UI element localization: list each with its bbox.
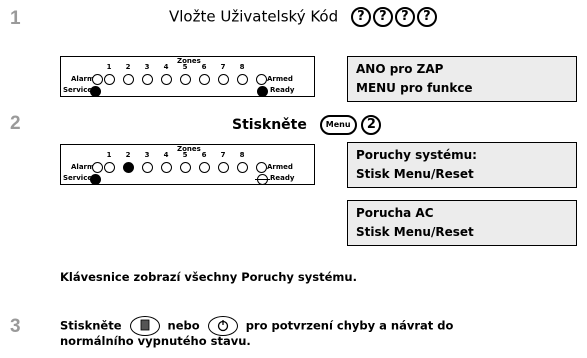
- zone-number-3: 3: [144, 63, 150, 71]
- zone-number-3: 3: [144, 151, 150, 159]
- armed-label: Armed: [267, 75, 293, 83]
- zone-led-7: [218, 162, 229, 173]
- armed-label: Armed: [267, 163, 293, 171]
- ready-label: Ready: [270, 174, 295, 182]
- zone-led-4: [161, 74, 172, 85]
- zone-number-7: 7: [220, 63, 226, 71]
- alarm-label: Alarm: [71, 75, 95, 83]
- step2-text: Stiskněte: [232, 117, 307, 133]
- step1-instruction: Vložte Uživatelský Kód ????: [169, 7, 439, 27]
- zone-led-3: [142, 162, 153, 173]
- ready-led: [257, 86, 268, 97]
- alarm-led: [92, 162, 103, 173]
- zone-led-5: [180, 74, 191, 85]
- menu-key: Menu: [319, 115, 357, 135]
- zone-led-6: [199, 162, 210, 173]
- key-2: 2: [361, 115, 382, 135]
- step2-instruction: Stiskněte Menu 2: [232, 115, 383, 135]
- keypad-status-panel-2: Zones Alarm Service Armed Ready 1 2 3 4 …: [60, 144, 315, 185]
- code-key-4: ?: [416, 7, 437, 27]
- zone-led-3: [142, 74, 153, 85]
- code-key-3: ?: [394, 7, 415, 27]
- keypad-status-panel-1: Zones Alarm Service Armed Ready 1 2 3 4 …: [60, 56, 315, 97]
- lcd-line-2: Stisk Menu/Reset: [356, 225, 474, 239]
- alarm-led: [92, 74, 103, 85]
- note-text: Klávesnice zobrazí všechny Poruchy systé…: [60, 270, 357, 284]
- zones-label: Zones: [177, 145, 201, 153]
- code-key-2: ?: [372, 7, 393, 27]
- zone-number-2: 2: [125, 63, 131, 71]
- alarm-label: Alarm: [71, 163, 95, 171]
- step-number-2: 2: [10, 113, 21, 134]
- zone-led-4: [161, 162, 172, 173]
- code-key-1: ?: [350, 7, 371, 27]
- lcd-screen-3: Porucha AC Stisk Menu/Reset: [347, 200, 577, 246]
- zone-number-6: 6: [201, 63, 207, 71]
- zone-number-4: 4: [163, 151, 169, 159]
- step-number-1: 1: [10, 8, 21, 29]
- reset-circle-icon: [207, 316, 238, 336]
- step-number-3: 3: [10, 316, 21, 337]
- lcd-line-2: Stisk Menu/Reset: [356, 167, 474, 181]
- zone-led-1: [104, 162, 115, 173]
- lcd-screen-1: ANO pro ZAP MENU pro funkce: [347, 56, 577, 102]
- lcd-line-1: Poruchy systému:: [356, 148, 477, 162]
- zone-led-2: [123, 162, 134, 173]
- step3-line-1: Stiskněte nebo pro potvrzení chyby a náv…: [60, 316, 453, 336]
- lcd-line-1: Porucha AC: [356, 206, 434, 220]
- zone-number-1: 1: [106, 151, 112, 159]
- step1-text: Vložte Uživatelský Kód: [169, 7, 339, 26]
- step3-text-c: pro potvrzení chyby a návrat do: [245, 318, 454, 333]
- zone-number-8: 8: [239, 63, 245, 71]
- zone-number-5: 5: [182, 63, 188, 71]
- zone-number-7: 7: [220, 151, 226, 159]
- step3-line-2: normálního vypnutého stavu.: [60, 334, 251, 348]
- armed-led: [256, 74, 267, 85]
- armed-led: [256, 162, 267, 173]
- service-label: Service: [63, 86, 93, 94]
- zone-number-5: 5: [182, 151, 188, 159]
- zone-led-6: [199, 74, 210, 85]
- zone-led-5: [180, 162, 191, 173]
- zone-number-6: 6: [201, 151, 207, 159]
- lcd-screen-2: Poruchy systému: Stisk Menu/Reset: [347, 142, 577, 188]
- lcd-line-1: ANO pro ZAP: [356, 62, 444, 76]
- zone-number-2: 2: [125, 151, 131, 159]
- zone-led-2: [123, 74, 134, 85]
- ready-led-flashing: [255, 174, 270, 185]
- service-label: Service: [63, 174, 93, 182]
- service-led: [90, 174, 101, 185]
- ready-label: Ready: [270, 86, 295, 94]
- zone-number-8: 8: [239, 151, 245, 159]
- zone-number-4: 4: [163, 63, 169, 71]
- step3-text-a: Stiskněte: [60, 318, 122, 333]
- zone-led-8: [237, 74, 248, 85]
- keypad-key-icon: [129, 316, 160, 336]
- zone-led-7: [218, 74, 229, 85]
- service-led: [90, 86, 101, 97]
- zone-number-1: 1: [106, 63, 112, 71]
- lcd-line-2: MENU pro funkce: [356, 81, 473, 95]
- step3-text-b: nebo: [167, 318, 200, 333]
- zones-label: Zones: [177, 57, 201, 65]
- zone-led-1: [104, 74, 115, 85]
- zone-led-8: [237, 162, 248, 173]
